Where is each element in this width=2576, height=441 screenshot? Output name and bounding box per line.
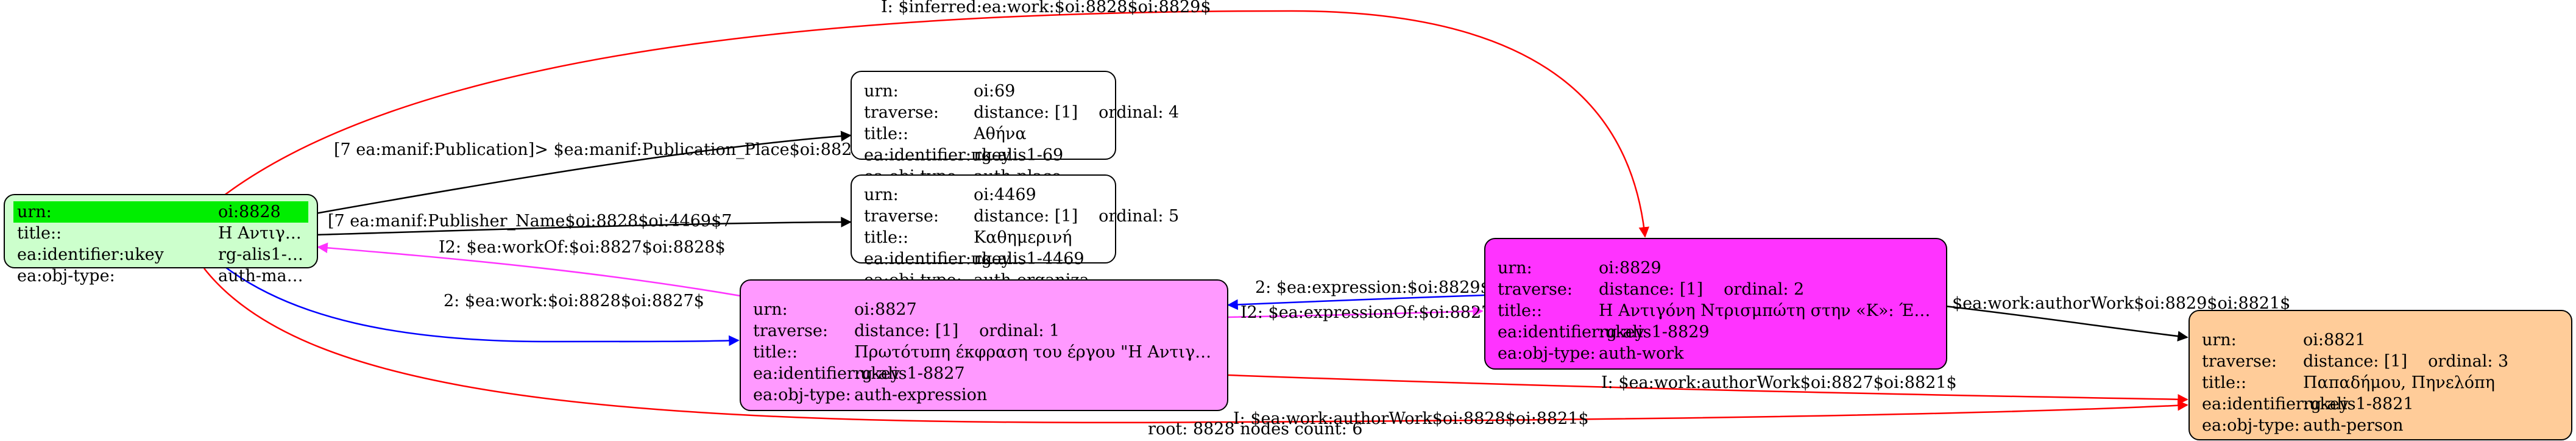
edge-publisher-name — [315, 217, 852, 236]
edge-work — [225, 266, 740, 346]
edge-inferred-work — [216, 10, 1650, 238]
edge-label-publisher-name: [7 ea:manif:Publisher_Name$oi:8828$oi:44… — [328, 212, 732, 231]
node-field-traverse: traverse:distance: [1]ordinal: 1 — [753, 321, 1060, 340]
node-field-title: title::Αθήνα — [864, 124, 1027, 143]
node-field-title: title::Παπαδήμου, Πηνελόπη — [2202, 373, 2495, 392]
node-field-obj-type: ea:obj-type:auth-work — [1498, 344, 1684, 363]
edge-label-publication-place: [7 ea:manif:Publication]> $ea:manif:Publ… — [334, 140, 936, 159]
node-manifestation[interactable]: urn:oi:8828 title::Η Αντιγόνη Ντρισμπώτη… — [4, 194, 318, 285]
node-field-urn: urn:oi:8827 — [753, 300, 917, 319]
edge-expression — [1227, 294, 1485, 310]
edge-expression-of — [1228, 306, 1484, 318]
graph-footer-caption: root: 8828 nodes count: 6 — [1148, 420, 1363, 439]
edge-label-author-work-expression: I: $ea:work:authorWork$oi:8827$oi:8821$ — [1601, 373, 1957, 392]
edge-label-work: 2: $ea:work:$oi:8828$oi:8827$ — [444, 292, 704, 310]
node-field-urn: urn:oi:8829 — [1498, 259, 1661, 278]
node-work[interactable]: urn:oi:8829 traverse:distance: [1]ordina… — [1484, 238, 1947, 370]
node-organization[interactable]: urn:oi:4469 traverse:distance: [1]ordina… — [851, 174, 1180, 290]
node-field-urn: urn:oi:69 — [864, 82, 1016, 101]
edge-author-work-work — [1934, 304, 2189, 342]
node-field-obj-type: ea:obj-type:auth-person — [2202, 416, 2404, 435]
edge-publication-place — [315, 131, 852, 215]
edge-label-author-work-manifestation: I: $ea:work:authorWork$oi:8828$oi:8821$ — [1233, 409, 1589, 428]
node-place[interactable]: urn:oi:69 traverse:distance: [1]ordinal:… — [851, 71, 1180, 186]
node-field-urn: urn:oi:8828 — [13, 201, 308, 223]
node-field-title: title::Η Αντιγόνη Ντρισμπώτη στην «Κ»: Έ… — [1498, 301, 1937, 320]
edge-work-of — [317, 242, 741, 297]
node-field-title: title::Η Αντιγόνη Ντρισμπώτη στην «Κ» — [17, 224, 308, 243]
node-field-traverse: traverse:distance: [1]ordinal: 5 — [864, 207, 1180, 226]
node-field-title: title::Καθημερινή — [864, 228, 1072, 247]
edge-label-inferred-work: I: $inferred:ea:work:$oi:8828$oi:8829$ — [881, 0, 1211, 16]
edge-author-work-manifestation — [203, 268, 2189, 424]
node-field-urn: urn:oi:4469 — [864, 185, 1036, 204]
node-field-traverse: traverse:distance: [1]ordinal: 2 — [1498, 280, 1805, 299]
edge-author-work-expression — [1228, 374, 2189, 405]
node-field-obj-type: ea:obj-type:auth-manifestation — [17, 267, 308, 285]
node-field-obj-type: ea:obj-type:auth-expression — [753, 385, 988, 404]
node-field-title: title::Πρωτότυπη έκφραση του έργου "Η Αν… — [753, 343, 1219, 362]
edge-label-work-of: I2: $ea:workOf:$oi:8827$oi:8828$ — [439, 238, 726, 257]
node-field-traverse: traverse:distance: [1]ordinal: 3 — [2202, 352, 2509, 371]
node-field-traverse: traverse:distance: [1]ordinal: 4 — [864, 103, 1180, 122]
node-field-urn: urn:oi:8821 — [2202, 331, 2366, 350]
node-person[interactable]: urn:oi:8821 traverse:distance: [1]ordina… — [2189, 310, 2572, 440]
node-expression[interactable]: urn:oi:8827 traverse:distance: [1]ordina… — [740, 279, 1228, 411]
edge-label-author-work-work: $ea:work:authorWork$oi:8829$oi:8821$ — [1952, 294, 2291, 313]
